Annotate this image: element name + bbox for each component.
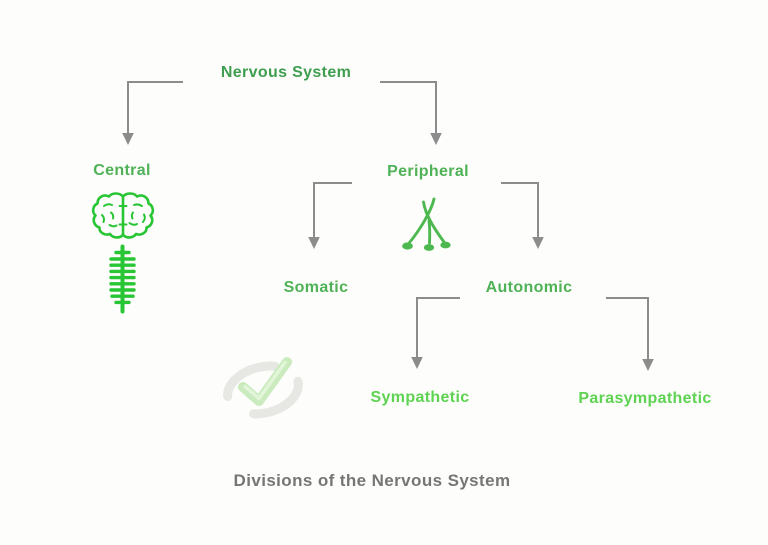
arrow-autonomic-to-sympathetic xyxy=(416,297,460,358)
arrow-nervous-to-peripheral xyxy=(380,81,437,134)
node-sympathetic: Sympathetic xyxy=(370,389,470,406)
nerve-icon xyxy=(402,197,451,251)
node-central: Central xyxy=(93,162,151,179)
arrowhead-somatic xyxy=(308,237,320,249)
node-autonomic: Autonomic xyxy=(485,279,573,296)
arrowhead-autonomic xyxy=(532,237,544,249)
muscle-checkmark-icon xyxy=(223,357,303,419)
arrowhead-central xyxy=(122,133,134,145)
arrow-peripheral-to-autonomic xyxy=(501,182,539,238)
arrowhead-parasympathetic xyxy=(642,359,654,371)
node-somatic: Somatic xyxy=(283,279,349,296)
node-parasympathetic: Parasympathetic xyxy=(578,390,712,407)
arrowhead-sympathetic xyxy=(411,357,423,369)
arrow-peripheral-to-somatic xyxy=(313,182,352,238)
brain-icon xyxy=(91,192,155,239)
arrowhead-peripheral xyxy=(430,133,442,145)
diagram-caption: Divisions of the Nervous System xyxy=(233,471,511,490)
spinal-cord-icon xyxy=(109,244,136,314)
node-peripheral: Peripheral xyxy=(387,163,469,180)
arrow-autonomic-to-parasympathetic xyxy=(606,297,649,360)
arrow-nervous-to-central xyxy=(127,81,183,134)
node-nervous-system: Nervous System xyxy=(220,64,352,81)
